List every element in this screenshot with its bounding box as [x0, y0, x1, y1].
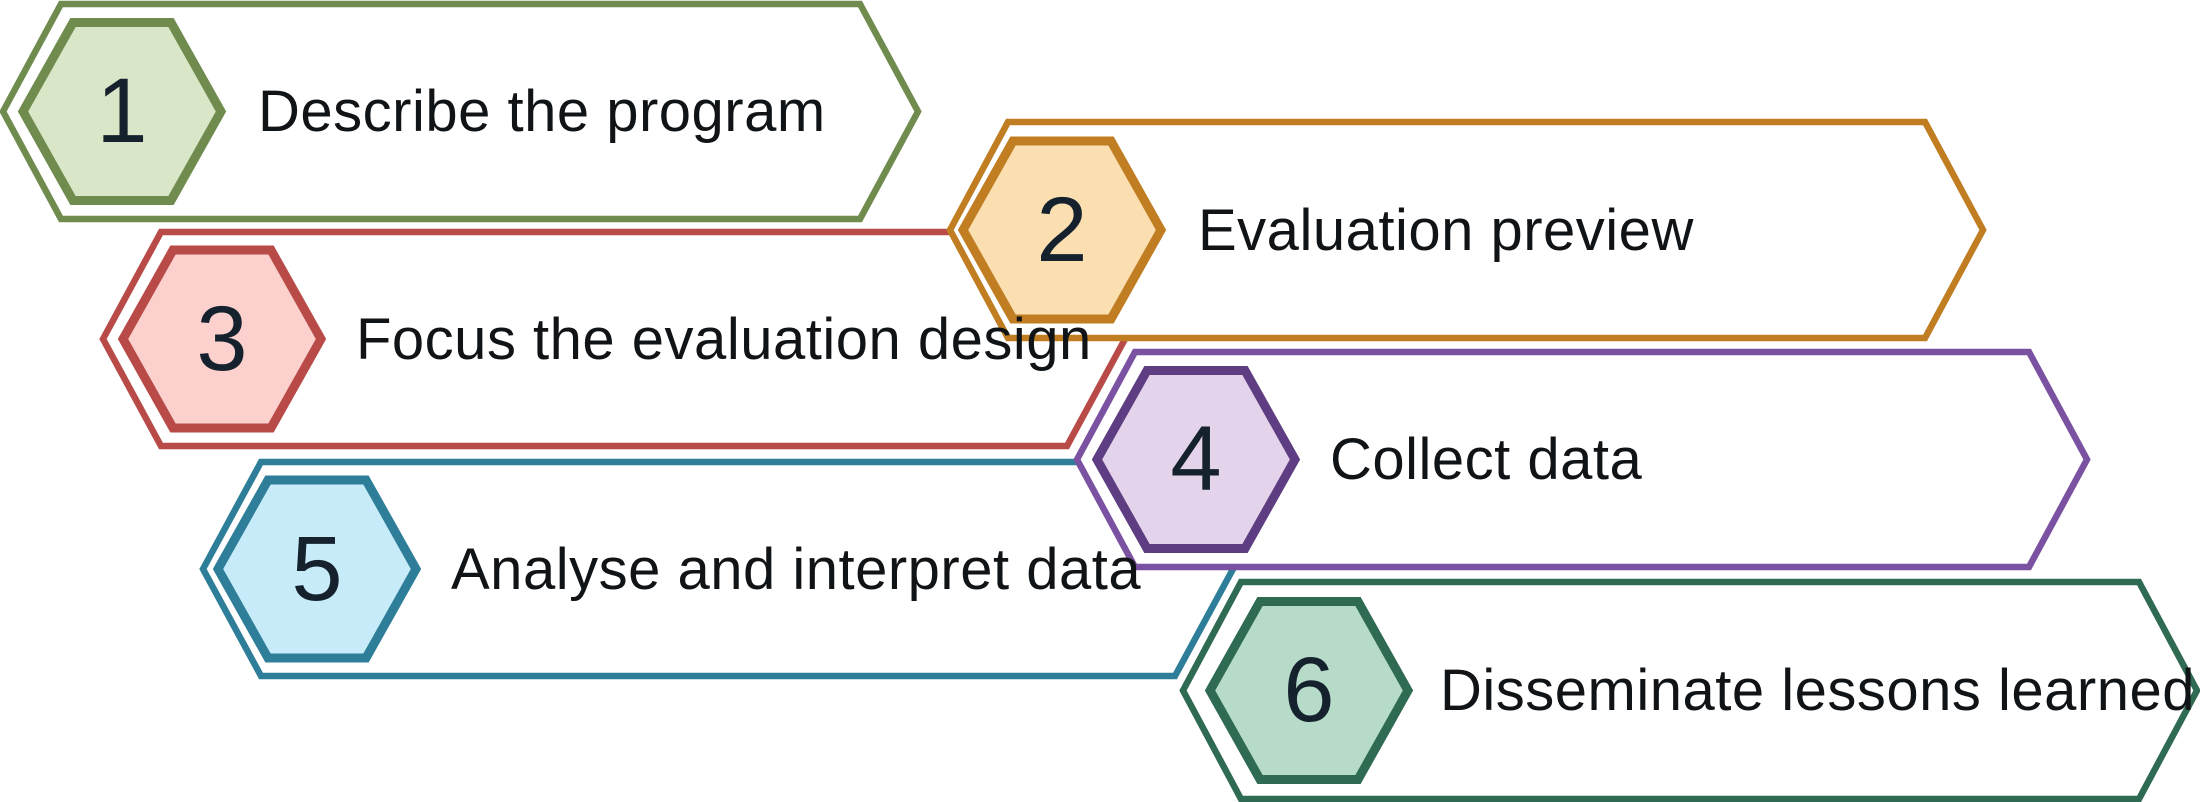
step-6-banner-shape: [1179, 578, 2200, 802]
step-3-group: [99, 228, 1129, 450]
step-4-group: [1073, 348, 2091, 571]
step-5-number: 5: [291, 517, 343, 620]
step-2-banner-shape: [946, 118, 1987, 342]
step-2-group: [946, 118, 1987, 342]
step-4-number: 4: [1170, 408, 1222, 510]
step-6-number: 6: [1283, 639, 1335, 741]
step-2-number: 2: [1036, 178, 1088, 281]
step-3-badge-hexagon: [117, 245, 327, 433]
step-2-badge-hexagon: [957, 136, 1167, 324]
step-1-number: 1: [96, 60, 148, 162]
step-4-banner-shape: [1073, 348, 2091, 571]
step-4-label: Collect data: [1330, 427, 1643, 492]
step-1-label: Describe the program: [258, 79, 826, 144]
step-2-label: Evaluation preview: [1198, 197, 1694, 263]
step-6-group: [1179, 578, 2200, 802]
step-6-badge-hexagon: [1204, 597, 1414, 784]
step-1-banner-shape: [0, 0, 922, 223]
step-6-label: Disseminate lessons learned: [1440, 658, 2195, 723]
step-1-badge-hexagon: [17, 18, 227, 205]
step-5-badge-hexagon: [212, 475, 422, 663]
step-3-number: 3: [196, 287, 248, 390]
step-1-group: [0, 0, 922, 223]
step-3-label: Focus the evaluation design: [356, 306, 1092, 372]
step-5-label: Analyse and interpret data: [451, 536, 1142, 602]
step-4-badge-hexagon: [1091, 366, 1301, 553]
